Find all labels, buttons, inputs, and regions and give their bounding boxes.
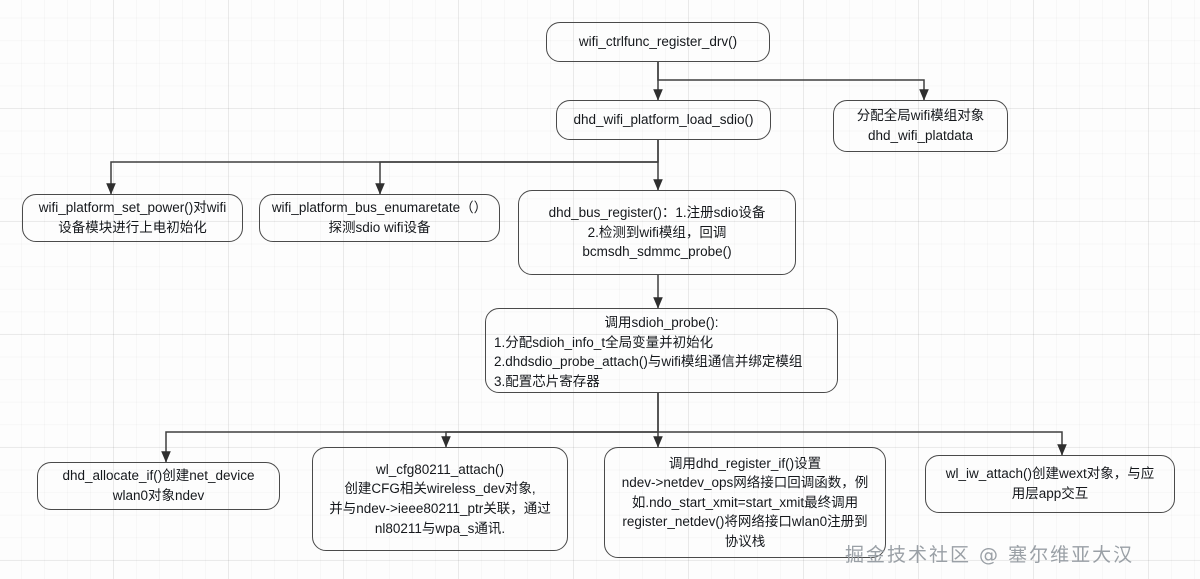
node-wifi-platform-set-power[interactable]: wifi_platform_set_power()对wifi 设备模块进行上电初… — [22, 194, 243, 242]
node-dhd-wifi-platform-load-sdio[interactable]: dhd_wifi_platform_load_sdio() — [556, 100, 771, 140]
node-wl-cfg80211-attach[interactable]: wl_cfg80211_attach() 创建CFG相关wireless_dev… — [312, 447, 568, 551]
node-label: dhd_allocate_if()创建net_device wlan0对象nde… — [62, 468, 255, 503]
edge-n1-to-n3 — [657, 62, 929, 101]
node-wifi-platform-bus-enumaretate[interactable]: wifi_platform_bus_enumaretate（） 探测sdio w… — [259, 194, 500, 242]
node-label: 分配全局wifi模组对象 dhd_wifi_platdata — [856, 108, 985, 143]
node-list-item: 2.dhdsdio_probe_attach()与wifi模组通信并绑定模组 — [494, 354, 803, 370]
node-dhd-allocate-if[interactable]: dhd_allocate_if()创建net_device wlan0对象nde… — [37, 462, 280, 510]
node-label: 调用dhd_register_if()设置 ndev->netdev_ops网络… — [621, 455, 869, 549]
node-wifi-ctrlfunc-register-drv[interactable]: wifi_ctrlfunc_register_drv() — [546, 22, 770, 62]
edge-n2-to-n4 — [106, 140, 659, 195]
node-label: wl_iw_attach()创建wext对象，与应 用层app交互 — [945, 466, 1155, 501]
node-dhd-bus-register[interactable]: dhd_bus_register()：1.注册sdio设备 2.检测到wifi模… — [518, 190, 796, 275]
node-label: wifi_platform_bus_enumaretate（） 探测sdio w… — [271, 200, 488, 235]
watermark-text: 掘金技术社区 @ 塞尔维亚大汉 — [845, 544, 1135, 566]
edge-n7-to-n9 — [441, 431, 658, 448]
node-label: dhd_bus_register()：1.注册sdio设备 2.检测到wifi模… — [548, 205, 766, 260]
node-label: wl_cfg80211_attach() 创建CFG相关wireless_dev… — [329, 461, 551, 536]
node-sdioh-probe[interactable]: 调用sdioh_probe(): 1.分配sdioh_info_t全局变量并初始化… — [485, 308, 838, 393]
node-label: dhd_wifi_platform_load_sdio() — [573, 112, 754, 128]
node-label: wifi_platform_set_power()对wifi 设备模块进行上电初… — [38, 200, 227, 235]
node-heading: 调用sdioh_probe(): — [604, 315, 719, 330]
node-list-item: 1.分配sdioh_info_t全局变量并初始化 — [494, 334, 714, 350]
node-dhd-register-if[interactable]: 调用dhd_register_if()设置 ndev->netdev_ops网络… — [604, 447, 886, 558]
node-label: wifi_ctrlfunc_register_drv() — [578, 34, 738, 50]
node-dhd-wifi-platdata[interactable]: 分配全局wifi模组对象 dhd_wifi_platdata — [833, 100, 1008, 152]
node-wl-iw-attach[interactable]: wl_iw_attach()创建wext对象，与应 用层app交互 — [925, 455, 1175, 513]
node-list-item: 3.配置芯片寄存器 — [494, 373, 600, 389]
